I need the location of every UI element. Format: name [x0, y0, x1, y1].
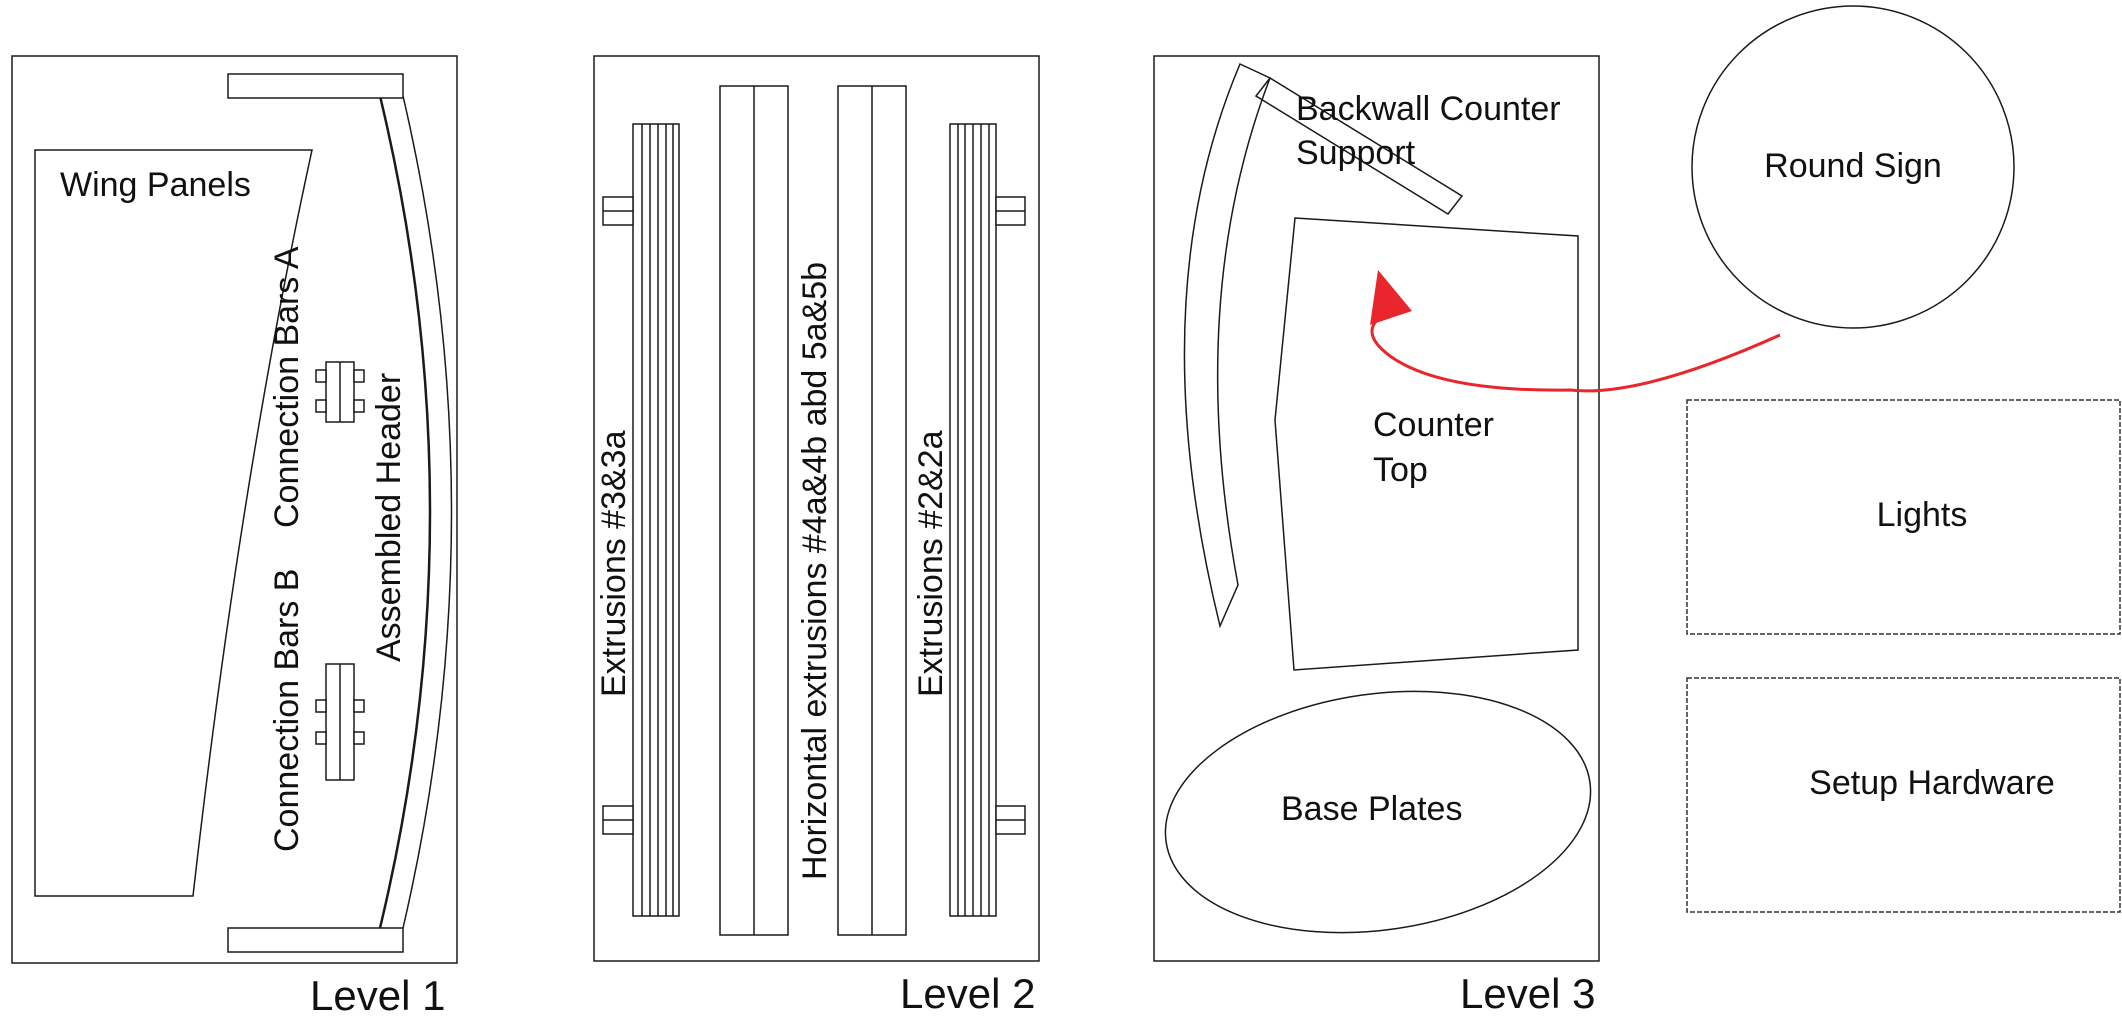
- round-sign-label: Round Sign: [1764, 147, 1942, 185]
- base-plates-label: Base Plates: [1281, 790, 1462, 828]
- connection-bars-b-label: Connection Bars B: [268, 569, 306, 853]
- level-3-crate: [1153, 55, 1600, 962]
- counter-top-label: Counter Top: [1373, 406, 1503, 489]
- header-top-bracket: [227, 73, 404, 99]
- round-sign-shape: [1691, 5, 2015, 329]
- connection-bars-b-part: [315, 663, 365, 781]
- setup-hardware-label: Setup Hardware: [1809, 764, 2055, 802]
- header-bottom-bracket: [227, 927, 404, 953]
- level-2-group: Extrusions #3&3a Horizontal extrusions #…: [593, 55, 1040, 1017]
- lights-label: Lights: [1877, 496, 1968, 534]
- connection-bars-a-part: [315, 361, 365, 423]
- horizontal-extrusions-label: Horizontal extrusions #4a&4b abd 5a&5b: [796, 262, 834, 880]
- connection-bars-a-label: Connection Bars A: [268, 246, 306, 528]
- extrusions-2-2a-bundle: [949, 123, 1026, 917]
- backwall-counter-support-label: Backwall Counter Support: [1296, 90, 1570, 172]
- backwall-curved-strip: [1183, 62, 1271, 629]
- level-2-crate: [593, 55, 1040, 962]
- wing-panels-label: Wing Panels: [60, 166, 251, 204]
- setup-hardware-box: [1686, 677, 2121, 913]
- outside-items-group: Round Sign Lights Setup Hardware: [1370, 5, 2121, 913]
- arrow-head-icon: [1370, 270, 1412, 325]
- level-1-group: Wing Panels Assembled Header Connection …: [11, 55, 458, 1019]
- assembled-header-shape: [378, 95, 432, 929]
- counter-top-shape: [1274, 217, 1579, 671]
- level-1-crate: [11, 55, 458, 964]
- wing-panels-shape: [34, 149, 313, 897]
- level-3-caption: Level 3: [1460, 970, 1595, 1017]
- backwall-counter-support-shape: [1254, 77, 1464, 215]
- extrusions-3-3a-label: Extrusions #3&3a: [595, 430, 633, 697]
- extrusions-2-2a-label: Extrusions #2&2a: [912, 430, 950, 697]
- horizontal-extrusions-boards: [719, 85, 907, 936]
- level-2-caption: Level 2: [900, 970, 1035, 1017]
- extrusions-3-3a-bundle: [602, 123, 680, 917]
- assembled-header-inner-edge: [402, 95, 453, 929]
- base-plates-shape: [1164, 690, 1592, 934]
- round-sign-to-counter-arrow: [1370, 310, 1781, 393]
- level-3-group: Backwall Counter Support Counter Top Bas…: [1153, 55, 1600, 1017]
- assembled-header-label: Assembled Header: [370, 373, 408, 662]
- lights-box: [1686, 399, 2121, 635]
- level-1-caption: Level 1: [310, 972, 445, 1019]
